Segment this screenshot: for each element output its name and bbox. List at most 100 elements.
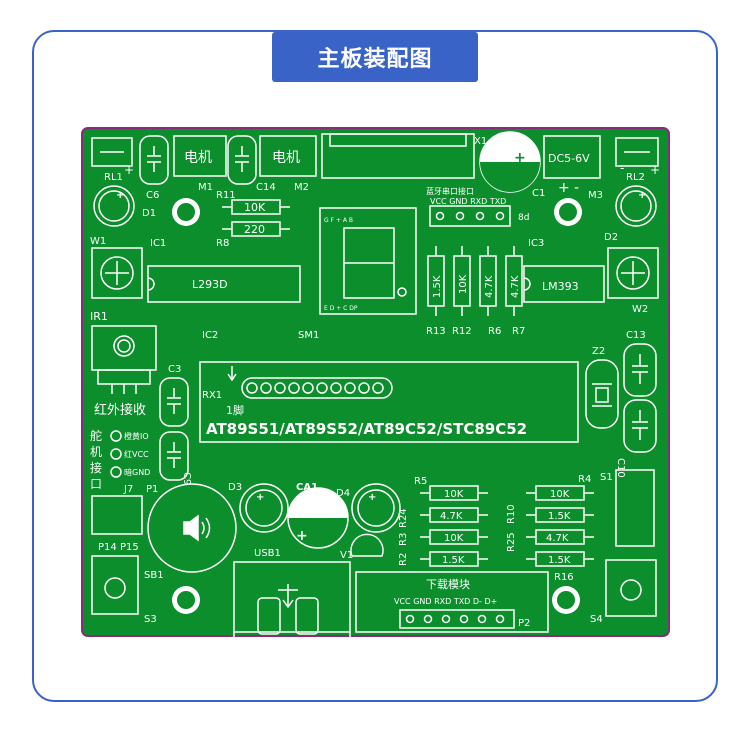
pin1-arrow <box>227 366 237 382</box>
servo-pin-gnd: 暗GND <box>124 467 150 477</box>
label-r2: R2 <box>398 553 409 566</box>
buzzer-p1 <box>147 483 237 573</box>
label-p2: P2 <box>518 618 530 629</box>
resistor-r2 <box>420 551 488 567</box>
label-z2: Z2 <box>592 346 605 357</box>
mcu-socket <box>199 361 579 443</box>
button-sb1 <box>91 555 139 615</box>
label-p1: P1 <box>146 484 158 495</box>
led-d2 <box>615 185 657 227</box>
label-sb1: SB1 <box>144 570 164 581</box>
motor-m2-text: 电机 <box>272 150 300 166</box>
r7-value: 4.7K <box>510 275 521 298</box>
r3-value: 10K <box>444 533 464 544</box>
servo-char-3: 接 <box>90 460 102 475</box>
label-w2: W2 <box>632 304 648 315</box>
label-p14: P14 <box>98 542 117 553</box>
ic-l293d <box>147 265 301 303</box>
r10-value: 1.5K <box>548 511 571 522</box>
label-ir1: IR1 <box>90 310 108 323</box>
label-ic1: IC1 <box>150 238 166 249</box>
led-d1 <box>93 185 135 227</box>
label-ca1: CA1 <box>296 482 318 493</box>
label-s1: S1 <box>600 472 613 483</box>
pin1-label: 1脚 <box>226 403 244 417</box>
d2-plus-sign: + <box>638 190 646 201</box>
r6-value: 4.7K <box>484 275 495 298</box>
r16-value: 1.5K <box>548 555 571 566</box>
label-r4: R4 <box>578 474 591 485</box>
label-r7: R7 <box>512 326 525 337</box>
bluetooth-label: 蓝牙串口接口 <box>426 186 474 196</box>
dc-label: DC5-6V <box>548 152 590 165</box>
servo-pin-io: 橙黄IO <box>124 431 149 441</box>
resistor-r3 <box>420 529 488 545</box>
c1-plus-sign: + <box>514 150 526 166</box>
label-rl1-plus: + <box>124 163 134 177</box>
usb-connector <box>233 561 351 675</box>
label-rx1: RX1 <box>202 390 222 401</box>
resistor-r6 <box>479 246 497 316</box>
bluetooth-num: 8d <box>518 213 529 223</box>
capacitor-c10 <box>623 399 657 453</box>
label-w1: W1 <box>90 236 106 247</box>
label-r13: R13 <box>426 326 446 337</box>
outer-frame <box>32 30 718 702</box>
resistor-r24 <box>420 507 488 523</box>
label-d4: D4 <box>336 488 350 499</box>
seg-top-labels: G F + A B <box>324 217 353 224</box>
servo-pins <box>110 430 122 478</box>
label-ic2: IC2 <box>202 330 218 341</box>
label-s4: S4 <box>590 614 603 625</box>
label-c3: C3 <box>168 364 181 375</box>
d4-plus-sign: + <box>368 492 376 503</box>
resistor-r12 <box>453 246 471 316</box>
led-d3 <box>239 483 289 533</box>
r4-value: 10K <box>550 489 570 500</box>
ca1-filled-half <box>288 488 348 518</box>
capacitor-c6 <box>139 135 169 185</box>
label-r10: R10 <box>506 504 517 524</box>
button-s4 <box>605 559 657 617</box>
label-r25: R25 <box>506 532 517 552</box>
ic-lm393 <box>523 265 605 303</box>
connector-j7 <box>91 495 143 535</box>
label-j7: J7 <box>123 484 133 495</box>
header-connector-top <box>321 133 475 179</box>
speaker-icon <box>183 514 211 542</box>
pcb-board <box>81 127 670 637</box>
download-pins: VCC GND RXD TXD D- D+ <box>394 597 497 606</box>
resistor-r13 <box>427 246 445 316</box>
label-r3: R3 <box>398 533 409 546</box>
label-c1: C1 <box>532 188 545 199</box>
servo-pin-vcc: 红VCC <box>124 449 149 459</box>
bluetooth-pins: VCC GND RXD TXD <box>430 197 506 206</box>
dc-power-jack <box>543 135 601 179</box>
capacitor-c9 <box>159 431 189 481</box>
label-rl2-plus: + <box>650 163 660 177</box>
motor-m2 <box>259 135 317 177</box>
resistor-r10 <box>526 507 594 523</box>
r8-value: 220 <box>244 223 265 236</box>
capacitor-c3 <box>159 377 189 427</box>
label-r8: R8 <box>216 238 229 249</box>
download-label: 下载模块 <box>426 578 470 591</box>
c1-bottom-fill <box>480 162 540 192</box>
label-d3: D3 <box>228 482 242 493</box>
label-c13: C13 <box>626 330 646 341</box>
ca1-plus-sign: + <box>296 528 308 544</box>
capacitor-c14 <box>227 135 257 185</box>
label-r24: R24 <box>398 508 409 528</box>
label-m3: M3 <box>588 190 603 201</box>
label-c14: C14 <box>256 182 276 193</box>
potentiometer-w1 <box>91 247 143 299</box>
r13-value: 1.5K <box>432 275 443 298</box>
resistor-r11 <box>222 199 290 215</box>
transistor-v1 <box>350 533 384 557</box>
label-sm1: SM1 <box>298 330 319 341</box>
seven-segment-display <box>319 207 417 315</box>
potentiometer-w2 <box>607 247 659 299</box>
led-d4 <box>351 483 401 533</box>
resistor-r4 <box>526 485 594 501</box>
label-dc-plus: + <box>558 180 570 196</box>
